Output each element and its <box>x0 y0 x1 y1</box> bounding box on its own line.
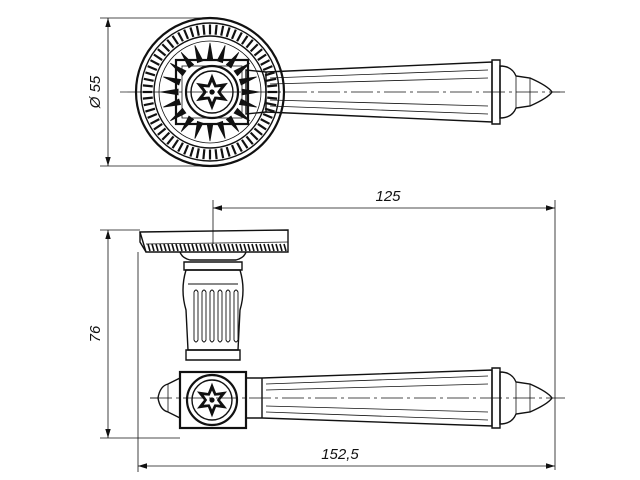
side-view: 125 76 152,5 <box>87 188 565 472</box>
handle-neck <box>182 261 244 361</box>
lever-length-dimension: 125 <box>212 188 556 470</box>
neck-fluting <box>188 283 239 343</box>
height-dimension: 76 <box>87 229 180 439</box>
overall-length-dimension: 152,5 <box>137 252 555 472</box>
boss-side-view <box>178 370 248 430</box>
rosette-edge-pattern <box>147 243 287 252</box>
star-emblem-icon <box>196 382 228 418</box>
rosette-side-view <box>139 229 289 261</box>
diameter-label: Ø 55 <box>87 75 104 109</box>
top-view: Ø 55 <box>87 16 565 168</box>
overall-length-label: 152,5 <box>321 446 359 463</box>
lever-length-label: 125 <box>375 188 401 205</box>
diameter-dimension: Ø 55 <box>87 17 212 167</box>
height-label: 76 <box>87 325 104 342</box>
